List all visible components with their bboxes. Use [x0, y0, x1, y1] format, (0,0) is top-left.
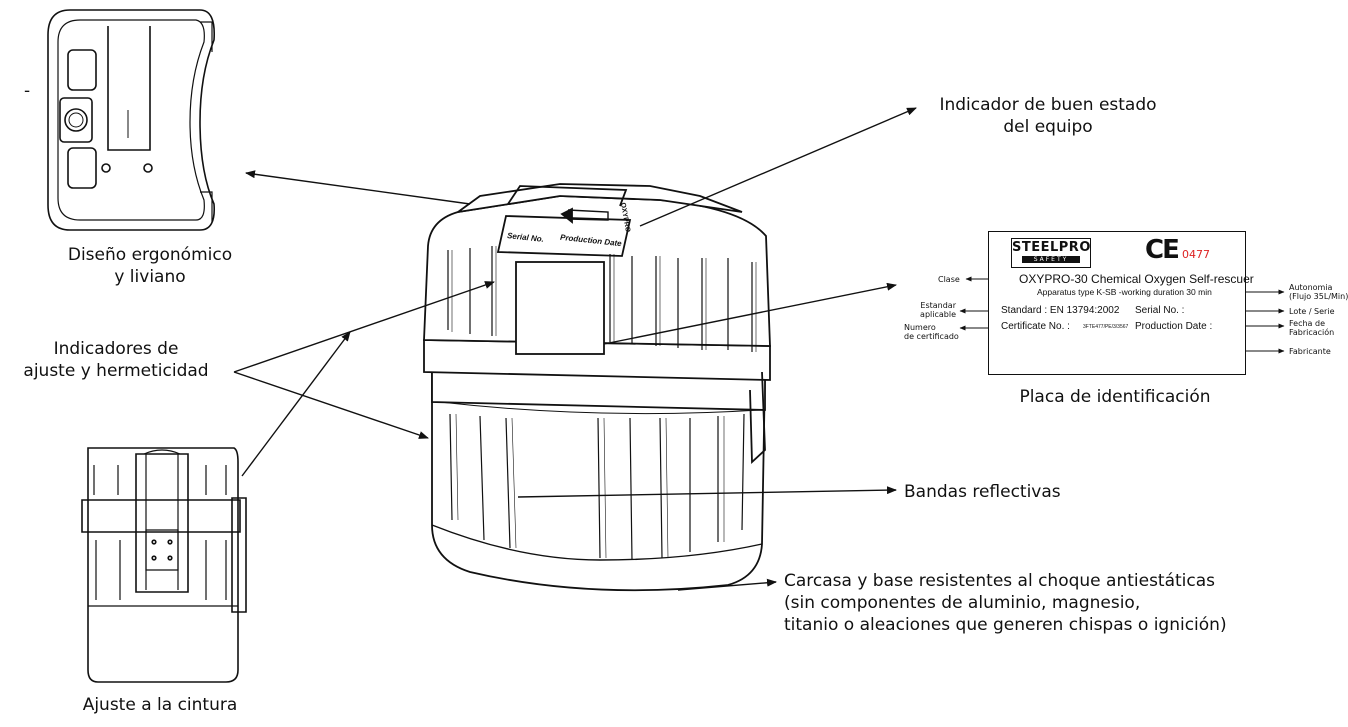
arrow-indicador [639, 107, 917, 227]
label-carcasa: Carcasa y base resistentes al choque ant… [784, 571, 1227, 635]
callout-fabricante: Fabricante [1289, 347, 1331, 356]
callout-fecha: Fecha de Fabricación [1289, 319, 1335, 337]
plate-certificate: Certificate No. : [1001, 321, 1070, 332]
plate-certificate-value: 3FTE477/PE/3/3567 [1083, 324, 1129, 330]
label-ajuste: Ajuste a la cintura [82, 695, 238, 715]
arrow-placa [603, 282, 897, 345]
device-bottom [431, 524, 763, 561]
label-bandas: Bandas reflectivas [904, 482, 1061, 502]
arrow-indicadores-2 [233, 371, 429, 439]
callout-clase: Clase [938, 275, 960, 284]
arrow-indicadores-1 [233, 281, 495, 373]
ce-number: 0477 [1182, 248, 1210, 261]
device-ribs [439, 246, 761, 561]
arrow-bandas [517, 486, 897, 498]
arrow-diseno [245, 170, 471, 205]
label-indicador: Indicador de buen estado del equipo [939, 95, 1157, 137]
plate-apparatus: Apparatus type K-SB -working duration 30… [1037, 287, 1212, 297]
plate-standard: Standard : EN 13794:2002 [1001, 305, 1120, 316]
callout-estandar: Estandar aplicable [920, 301, 956, 319]
label-indicadores: Indicadores de ajuste y hermeticidad [23, 339, 209, 381]
plate-model: OXYPRO-30 Chemical Oxygen Self-rescuer [1019, 272, 1254, 286]
plate-serial: Serial No. : [1135, 305, 1185, 316]
stray-mark: - [24, 81, 31, 101]
belt-clip-drawing [81, 447, 247, 683]
arrow-carcasa [677, 578, 777, 591]
callout-numero: Numero de certificado [904, 323, 959, 341]
callout-lote: Lote / Serie [1289, 307, 1335, 316]
callout-autonomia: Autonomia (Flujo 35L/Min) [1289, 283, 1348, 301]
label-diseno: Diseño ergonómico y liviano [67, 245, 233, 287]
arrow-ajuste [241, 331, 351, 477]
ce-mark: CE [1145, 235, 1180, 265]
back-view-drawing [47, 9, 216, 231]
identification-plate: STEELPRO SAFETY CE 0477 OXYPRO-30 Chemic… [988, 231, 1254, 375]
leader-lines [233, 107, 917, 591]
plate-production: Production Date : [1135, 321, 1213, 332]
label-placa: Placa de identificación [1019, 387, 1211, 407]
steelpro-logo: STEELPRO SAFETY [1011, 238, 1091, 268]
